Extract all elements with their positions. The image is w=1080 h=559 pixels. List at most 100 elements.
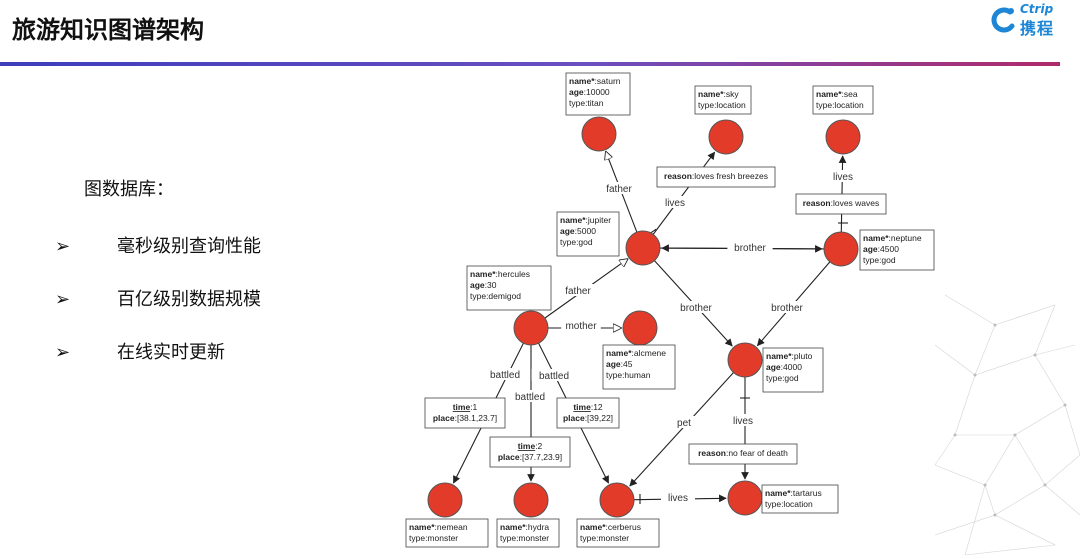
node-alcmene-prop: type:human (606, 370, 651, 380)
node-nemean-prop: type:monster (409, 533, 458, 543)
edge-label-brother3: brother (771, 303, 803, 314)
bullet-text: 毫秒级别查询性能 (117, 236, 261, 257)
edge-label-father1: father (606, 184, 632, 195)
bullet-text: 在线实时更新 (117, 342, 225, 363)
edge-label-lives_tartarus1: lives (733, 416, 753, 427)
edge-label-bg-lives_tartarus2 (661, 491, 695, 503)
node-jupiter-prop: age:5000 (560, 226, 596, 236)
node-saturn-prop: type:titan (569, 98, 604, 108)
node-jupiter-prop: type:god (560, 237, 593, 247)
edge-label-father2: father (565, 286, 591, 297)
node-nemean (427, 482, 463, 518)
edge-label-brother1: brother (734, 243, 766, 254)
node-nemean-prop: name*:nemean (409, 522, 468, 532)
bullet-arrow-icon: ➢ (55, 236, 71, 257)
edge-jupiter-sky (652, 151, 716, 235)
node-pluto-prop: age:4000 (766, 362, 802, 372)
node-neptune-prop: name*:neptune (863, 233, 922, 243)
logo-text-en: Ctrip (1020, 2, 1054, 16)
bullet-text: 百亿级别数据规模 (117, 289, 261, 310)
node-saturn-prop: name*:saturn (569, 76, 621, 86)
node-sky-infobox (694, 85, 752, 115)
node-sea-prop: type:location (816, 100, 864, 110)
edge-prop-battle1 (424, 397, 506, 429)
node-alcmene-infobox (602, 344, 676, 390)
bullet-item: ➢ 百亿级别数据规模 (55, 285, 261, 311)
node-alcmene (622, 310, 658, 346)
node-sea (825, 119, 861, 155)
edge-prop-tartarus_reason-line: reason:no fear of death (698, 448, 788, 458)
edge-prop-sky_reason (656, 166, 776, 188)
node-nemean-infobox (405, 518, 489, 548)
header-divider (0, 62, 1060, 66)
edge-label-bg-pet (672, 416, 696, 428)
node-pluto-infobox (762, 347, 824, 393)
edge-label-lives_tartarus2: lives (668, 493, 688, 504)
edge-label-bg-battled2 (507, 390, 553, 402)
node-tartarus-prop: type:location (765, 499, 813, 509)
node-pluto-prop: name*:pluto (766, 351, 813, 361)
edge-label-battled3: battled (539, 371, 569, 382)
edge-label-lives_sea: lives (833, 172, 853, 183)
edge-pluto-cerberus (629, 372, 734, 487)
edge-prop-sky_reason-line: reason:loves fresh breezes (664, 171, 768, 181)
edge-prop-battle3 (556, 397, 620, 429)
node-hercules-prop: age:30 (470, 280, 497, 290)
node-alcmene-prop: name*:alcmene (606, 348, 666, 358)
node-hercules-prop: type:demigod (470, 291, 521, 301)
edge-label-pet: pet (677, 418, 691, 429)
edge-prop-battle3-line: time:12 (573, 402, 603, 412)
node-hydra-prop: type:monster (500, 533, 549, 543)
node-sea-prop: name*:sea (816, 89, 858, 99)
node-neptune-infobox (859, 229, 935, 271)
node-tartarus-infobox (761, 484, 839, 514)
edge-prop-battle2 (489, 436, 571, 468)
edge-label-bg-brother2 (673, 301, 719, 313)
node-tartarus (727, 480, 763, 516)
node-sky (708, 119, 744, 155)
edge-label-lives_sky: lives (665, 198, 685, 209)
edge-prop-tartarus_reason (688, 443, 798, 465)
node-hercules-infobox (466, 265, 552, 311)
edge-prop-battle2-line: place:[37.7,23.9] (498, 452, 562, 462)
node-hercules-prop: name*:hercules (470, 269, 530, 279)
edge-label-bg-lives_sea (826, 170, 860, 182)
edge-label-bg-lives_sky (658, 196, 692, 208)
edge-label-bg-battled3 (531, 369, 577, 381)
edge-label-bg-father1 (599, 182, 639, 194)
edge-prop-battle1-line: place:[38.1,23.7] (433, 413, 497, 423)
edge-label-bg-brother1 (727, 241, 773, 253)
node-neptune-prop: type:god (863, 255, 896, 265)
node-jupiter (625, 230, 661, 266)
node-tartarus-prop: name*:tartarus (765, 488, 822, 498)
node-hercules (513, 310, 549, 346)
edge-prop-sea_reason (795, 193, 887, 215)
edge-prop-battle2-line: time:2 (518, 441, 543, 451)
graph-nodes: name*:saturnage:10000type:titanname*:sky… (405, 72, 935, 548)
bullet-item: ➢ 毫秒级别查询性能 (55, 232, 261, 258)
page-title: 旅游知识图谱架构 (12, 16, 204, 44)
edge-label-bg-brother3 (764, 301, 810, 313)
node-sea-infobox (812, 85, 874, 115)
node-hydra-prop: name*:hydra (500, 522, 549, 532)
section-heading: 图数据库： (84, 179, 174, 200)
node-pluto-prop: type:god (766, 373, 799, 383)
ctrip-logo-icon (991, 7, 1015, 33)
node-cerberus-infobox (576, 518, 660, 548)
network-decoration (935, 294, 1080, 556)
bullet-arrow-icon: ➢ (55, 342, 71, 363)
node-cerberus-prop: name*:cerberus (580, 522, 641, 532)
node-neptune-prop: age:4500 (863, 244, 899, 254)
edge-label-battled1: battled (490, 370, 520, 381)
node-jupiter-prop: name*:jupiter (560, 215, 611, 225)
ctrip-logo: Ctrip 携程 (990, 2, 1078, 42)
bullet-arrow-icon: ➢ (55, 289, 71, 310)
node-alcmene-prop: age:45 (606, 359, 633, 369)
edge-label-bg-mother (561, 319, 601, 331)
edge-label-bg-father2 (558, 284, 598, 296)
edge-label-battled2: battled (515, 392, 545, 403)
node-jupiter-infobox (556, 211, 620, 257)
node-hydra (513, 482, 549, 518)
